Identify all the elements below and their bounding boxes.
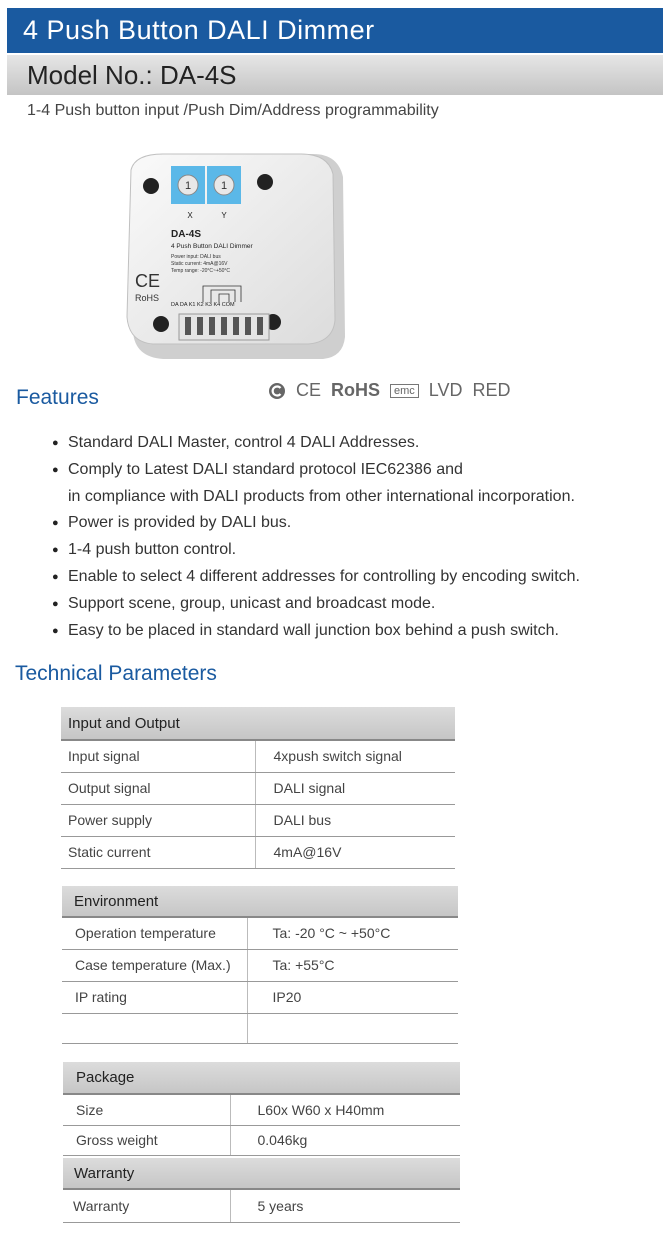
param-name: Size [63,1094,230,1126]
device-model: DA-4S [171,229,201,240]
table-header: Input and Output [61,707,455,741]
param-value: 4mA@16V [254,836,455,869]
model-number: Model No.: DA-4S [7,55,663,95]
ce-cert: CE [296,380,322,400]
product-subtitle: 1-4 Push button input /Push Dim/Address … [27,102,439,119]
param-name: IP rating [62,981,247,1014]
param-name: Power supply [61,804,255,837]
emc-cert: emc [390,383,419,398]
device-spec-3: Temp range: -20°C~+50°C [171,268,230,274]
list-item: in compliance with DALI products from ot… [68,487,575,505]
param-value: DALI bus [254,804,455,837]
table-row [62,1013,458,1044]
lvd-cert: LVD [428,380,463,400]
param-name: Input signal [61,740,255,773]
rohs-mark: RoHS [135,293,159,303]
param-value: 4xpush switch signal [254,740,455,773]
page-title: 4 Push Button DALI Dimmer [7,8,663,53]
param-value: L60x W60 x H40mm [229,1094,460,1126]
param-name [62,1013,247,1044]
rohs-cert: RoHS [331,380,381,400]
dial-y-label: Y [221,211,227,220]
device-name: 4 Push Button DALI Dimmer [171,243,253,250]
param-name: Static current [61,836,255,869]
svg-text:1: 1 [221,180,227,192]
product-image: 1 1 X Y DA-4S 4 Push Button DALI Dimmer … [126,153,345,359]
table-header: Environment [62,886,458,918]
list-item: Easy to be placed in standard wall junct… [52,618,580,645]
param-name: Output signal [61,772,255,805]
list-item: Comply to Latest DALI standard protocol … [52,457,580,484]
certifications: CE RoHS emc LVD RED [268,380,511,401]
param-value: IP20 [246,981,458,1014]
features-heading: Features [16,386,99,409]
svg-text:1: 1 [185,180,191,192]
device-spec-2: Static current: 4mA@16V [171,261,228,267]
ce-mark: CE [135,271,160,291]
list-item: Standard DALI Master, control 4 DALI Add… [52,430,580,457]
param-value [246,1013,458,1044]
param-name: Warranty [63,1189,230,1223]
list-item: Power is provided by DALI bus. [52,510,580,537]
param-name: Gross weight [63,1125,230,1156]
param-value: DALI signal [254,772,455,805]
param-name: Operation temperature [62,917,247,950]
list-item: 1-4 push button control. [52,537,580,564]
param-name: Case temperature (Max.) [62,949,247,982]
technical-heading: Technical Parameters [15,662,217,685]
device-spec-1: Power input: DALI bus [171,254,221,260]
table-header: Package [63,1062,460,1095]
param-value: 5 years [229,1189,460,1223]
list-item: Enable to select 4 different addresses f… [52,564,580,591]
table-row: Case temperature (Max.)Ta: +55°C [62,949,458,982]
param-value: 0.046kg [229,1125,460,1156]
features-list: Standard DALI Master, control 4 DALI Add… [52,430,580,644]
red-cert: RED [472,380,511,400]
terminal-labels: DA DA K1 K2 K3 K4 COM [171,302,235,308]
param-value: Ta: +55°C [246,949,458,982]
dial-x-label: X [187,211,193,220]
table-header: Warranty [63,1158,460,1190]
c-cert-icon [269,382,285,399]
list-item: Support scene, group, unicast and broadc… [52,591,580,618]
param-value: Ta: -20 °C ~ +50°C [246,917,458,950]
